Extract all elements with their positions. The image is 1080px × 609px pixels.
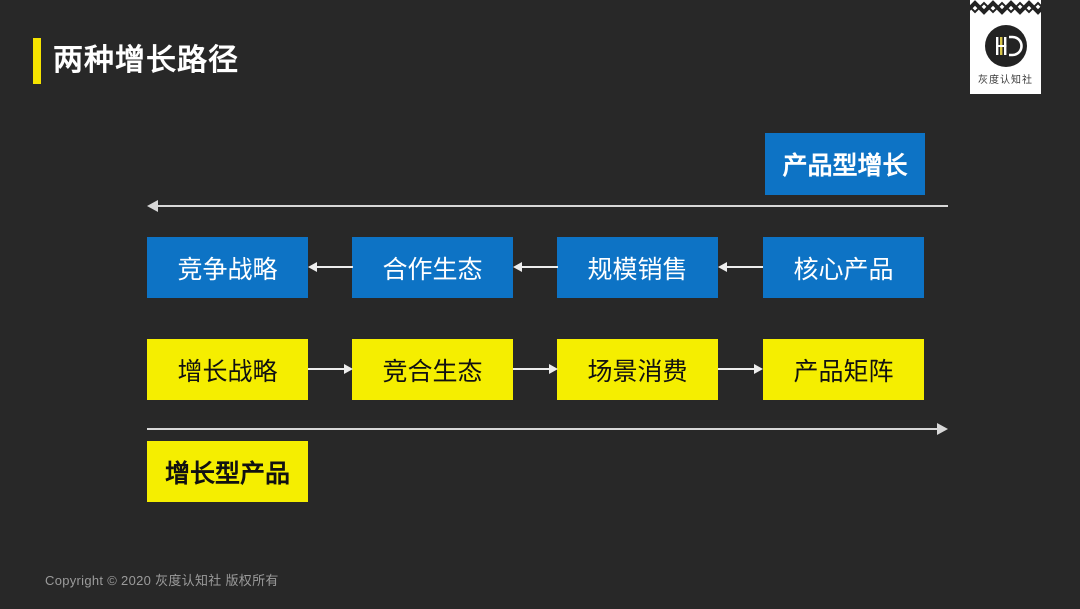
yellow-box-coopetition-ecosystem: 竞合生态 <box>352 339 513 400</box>
title-accent-bar <box>33 38 41 84</box>
yellow-connector-arrow-2 <box>513 364 558 374</box>
arrowhead-left-icon <box>718 262 727 272</box>
hd-monogram-icon <box>984 25 1027 67</box>
page-title: 两种增长路径 <box>53 44 239 77</box>
yellow-box-scenario-consumption: 场景消费 <box>557 339 718 400</box>
arrowhead-left-icon <box>513 262 522 272</box>
blue-connector-arrow-3 <box>718 262 763 272</box>
blue-connector-arrow-1 <box>308 262 353 272</box>
product-path-arrow-left <box>147 200 948 212</box>
blue-connector-arrow-2 <box>513 262 558 272</box>
brand-name: 灰度认知社 <box>978 75 1033 86</box>
blue-box-cooperation-ecosystem: 合作生态 <box>352 237 513 298</box>
copyright-text: Copyright © 2020 灰度认知社 版权所有 <box>45 573 279 588</box>
brand-logo: 灰度认知社 <box>970 0 1041 94</box>
growth-product-label-box: 增长型产品 <box>147 441 308 502</box>
yellow-box-growth-strategy: 增长战略 <box>147 339 308 400</box>
product-growth-label-box: 产品型增长 <box>765 133 925 195</box>
arrowhead-left-icon <box>308 262 317 272</box>
blue-box-core-product: 核心产品 <box>763 237 924 298</box>
arrowhead-right-icon <box>754 364 763 374</box>
arrowhead-right-icon <box>344 364 353 374</box>
arrowhead-right-icon <box>549 364 558 374</box>
growth-path-arrow-right <box>147 423 948 435</box>
blue-box-scale-sales: 规模销售 <box>557 237 718 298</box>
blue-box-competition-strategy: 竞争战略 <box>147 237 308 298</box>
arrowhead-right-icon <box>937 423 948 435</box>
zigzag-pattern-icon <box>970 0 1041 16</box>
yellow-connector-arrow-3 <box>718 364 763 374</box>
yellow-box-product-matrix: 产品矩阵 <box>763 339 924 400</box>
yellow-connector-arrow-1 <box>308 364 353 374</box>
arrowhead-left-icon <box>147 200 158 212</box>
